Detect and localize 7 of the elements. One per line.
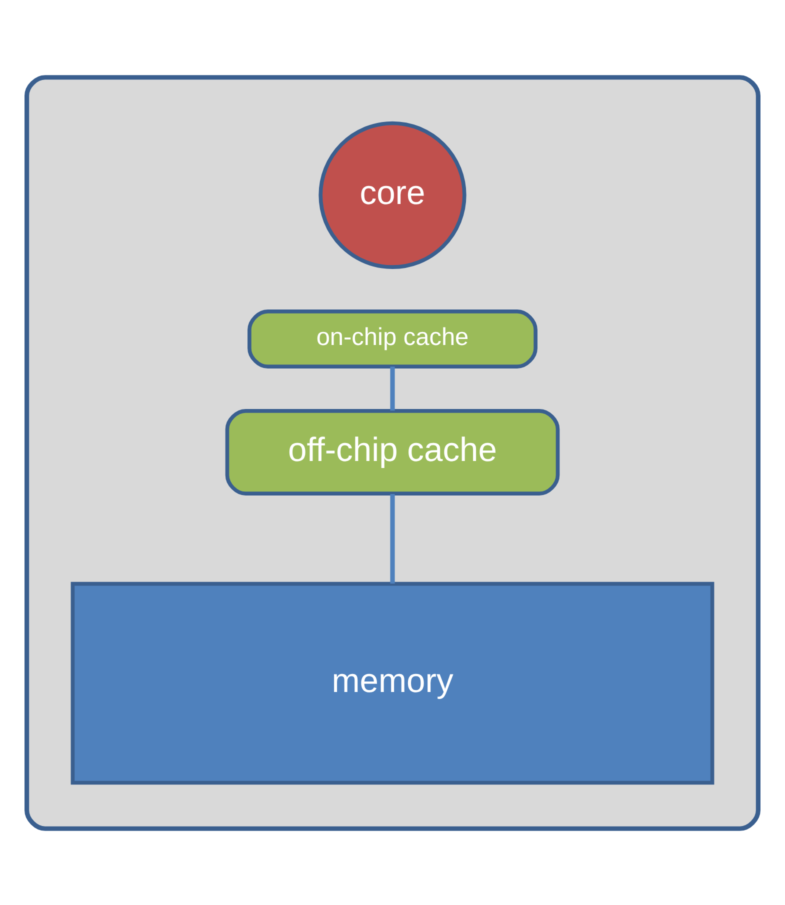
node-box: off-chip cache xyxy=(225,408,560,495)
cluster xyxy=(24,74,760,830)
node-box: memory xyxy=(70,581,714,784)
connector xyxy=(390,366,395,410)
node-circle: core xyxy=(318,120,466,268)
node-box: on-chip cache xyxy=(248,309,538,368)
connector xyxy=(390,494,395,584)
